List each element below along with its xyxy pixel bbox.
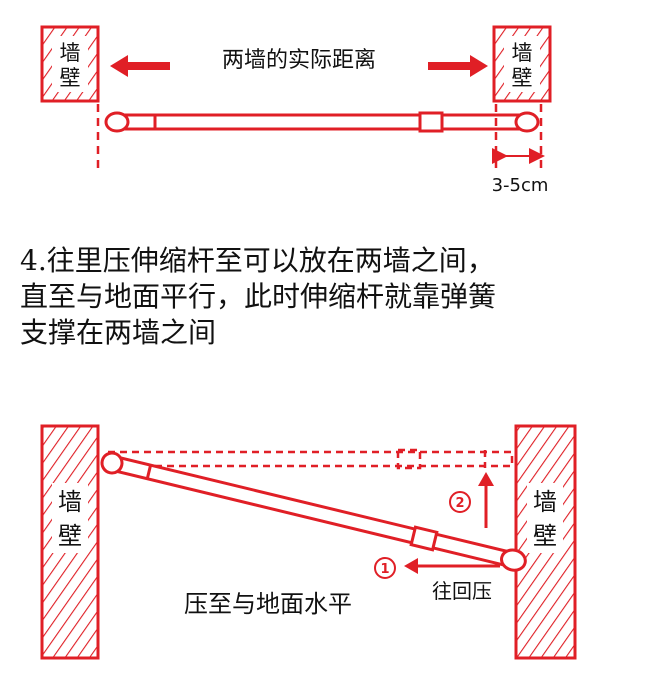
bottom-right-wall-label-2: 壁 bbox=[533, 522, 557, 550]
bottom-right-wall-label-1: 墙 bbox=[533, 488, 557, 516]
top-rod bbox=[104, 111, 540, 133]
bottom-caption: 压至与地面水平 bbox=[184, 590, 352, 618]
tilted-rod bbox=[100, 451, 527, 572]
step1-label: 往回压 bbox=[432, 579, 492, 603]
step2-number: 2 bbox=[455, 496, 464, 511]
top-right-wall-label-2: 壁 bbox=[512, 66, 533, 90]
tilted-rod-left-end-cap bbox=[100, 451, 124, 475]
left-arrow-icon bbox=[110, 55, 170, 77]
top-left-wall-label-1: 墙 bbox=[60, 41, 81, 65]
top-right-wall-label-1: 墙 bbox=[512, 41, 533, 65]
tilted-rod-right-end-cap bbox=[500, 548, 527, 572]
step1-badge bbox=[374, 557, 396, 579]
right-arrow-icon bbox=[428, 55, 488, 77]
instruction-line-2: 直至与地面平行，此时伸缩杆就靠弹簧 bbox=[20, 280, 497, 313]
bottom-diagram: 墙 壁 墙 壁 2 bbox=[40, 424, 577, 660]
top-rod-right-end-cap bbox=[514, 111, 540, 133]
top-diagram: 墙 壁 墙 壁 两墙的实际距离 3-5cm bbox=[40, 25, 552, 196]
step1-number: 1 bbox=[380, 562, 389, 577]
bottom-left-wall: 墙 壁 bbox=[40, 424, 100, 660]
extra-length-label: 3-5cm bbox=[492, 175, 549, 196]
bottom-left-wall-label-1: 墙 bbox=[58, 488, 82, 516]
top-left-wall: 墙 壁 bbox=[40, 25, 100, 103]
top-rod-left-end-cap bbox=[104, 111, 130, 133]
instruction-line-3: 支撑在两墙之间 bbox=[20, 316, 217, 349]
instruction-line-1: 4.往里压伸缩杆至可以放在两墙之间， bbox=[20, 244, 495, 277]
push-up-arrowhead-icon bbox=[478, 472, 494, 486]
target-rod-outline bbox=[106, 448, 514, 470]
press-back-arrowhead-icon bbox=[404, 558, 418, 574]
bottom-right-wall: 墙 壁 bbox=[514, 424, 577, 660]
bottom-left-wall-label-2: 壁 bbox=[58, 522, 82, 550]
distance-label: 两墙的实际距离 bbox=[222, 48, 376, 73]
top-left-wall-label-2: 壁 bbox=[60, 66, 81, 90]
instruction-text: 4.往里压伸缩杆至可以放在两墙之间， 直至与地面平行，此时伸缩杆就靠弹簧 支撑在… bbox=[20, 243, 660, 351]
step2-badge bbox=[449, 491, 471, 513]
top-right-wall: 墙 壁 bbox=[492, 25, 552, 103]
